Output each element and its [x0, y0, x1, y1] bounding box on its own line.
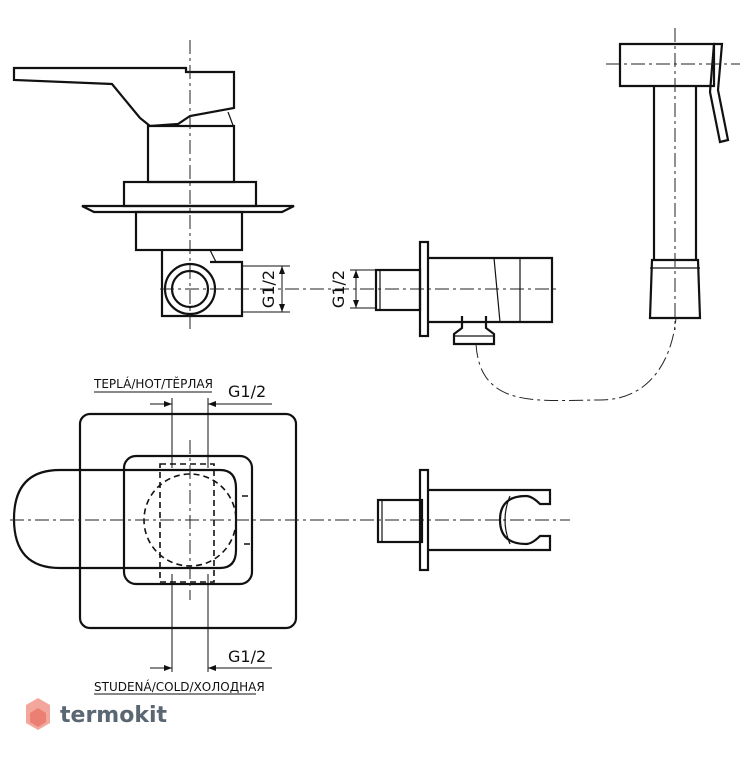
pipe-body: [160, 250, 244, 318]
bidet-sprayer: [606, 28, 740, 330]
shower-hose: [475, 317, 677, 402]
front-holder-body: [428, 488, 552, 552]
connector-nut: [452, 316, 496, 346]
sprayer-head: [618, 42, 716, 88]
front-lever: [12, 468, 238, 570]
mixer-side-view: [12, 40, 295, 330]
connector-body: [428, 256, 554, 324]
front-connector-thread: [376, 498, 424, 544]
dim-cold: G1/2 STUDENÁ/COLD/ХОЛОДНАЯ: [94, 574, 272, 695]
connector-flange: [418, 240, 430, 338]
hose-connector-side: [374, 240, 554, 346]
hot-label: TEPLÁ/HOT/TĚPЛАЯ: [93, 376, 213, 391]
sprayer-handle: [652, 86, 698, 260]
dim-connector: G1/2: [329, 269, 376, 309]
front-connector-flange: [418, 468, 430, 572]
mixer-lever: [12, 66, 236, 128]
thread-label-side-2: G1/2: [329, 270, 348, 308]
front-plate: [78, 412, 298, 630]
termokit-logo-text: termokit: [60, 703, 167, 728]
sprayer-hose-end: [648, 258, 702, 320]
termokit-logo: termokit: [26, 698, 167, 730]
connector-thread: [374, 268, 422, 312]
wall-box: [134, 210, 244, 252]
sprayer-trigger: [708, 42, 730, 144]
cold-thread-label: G1/2: [228, 647, 266, 666]
dim-mixer-outlet: G1/2: [242, 265, 290, 313]
thread-label-side-1: G1/2: [259, 270, 278, 308]
hose-connector-front: [376, 468, 552, 572]
cold-label: STUDENÁ/COLD/ХОЛОДНАЯ: [94, 679, 265, 694]
hot-thread-label: G1/2: [228, 382, 266, 401]
front-hidden-body: [159, 463, 215, 583]
wall-plate: [81, 204, 295, 214]
mixer-neck: [146, 124, 236, 184]
mixer-front-view: [10, 412, 570, 630]
dim-hot: TEPLÁ/HOT/TĚPЛАЯ G1/2: [93, 376, 272, 468]
